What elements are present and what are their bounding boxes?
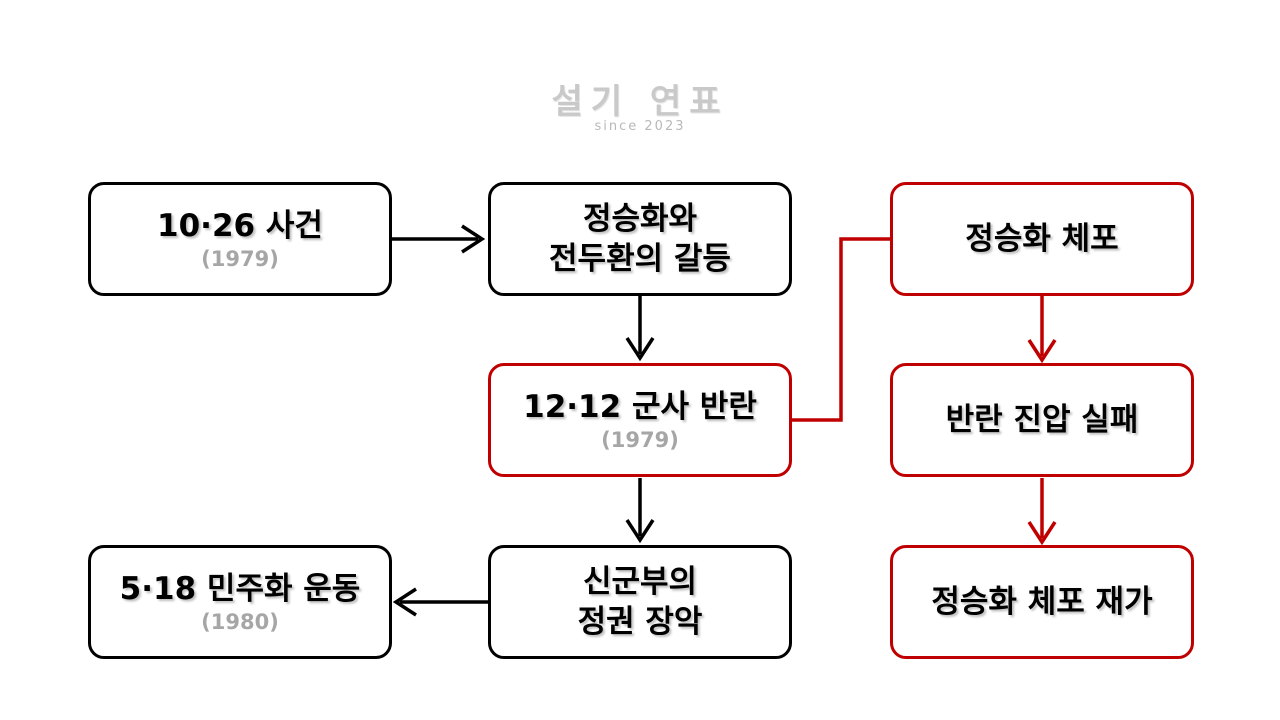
arrow-coup-to-new-military (625, 478, 655, 544)
node-new-military-line1: 신군부의 (582, 564, 698, 600)
node-conflict-line2: 전두환의 갈등 (549, 241, 731, 277)
watermark-logo: 설기 연표 since 2023 (490, 74, 790, 134)
node-1026-incident: 10·26 사건 (1979) (88, 182, 392, 296)
arrow-new-military-to-518 (392, 587, 490, 617)
node-suppression-fail: 반란 진압 실패 (890, 363, 1194, 477)
node-518-movement: 5·18 민주화 운동 (1980) (88, 545, 392, 659)
node-rearrest: 정승화 체포 재가 (890, 545, 1194, 659)
node-new-military: 신군부의 정권 장악 (488, 545, 792, 659)
connector-coup-to-arrest (792, 237, 890, 422)
node-1212-coup: 12·12 군사 반란 (1979) (488, 363, 792, 477)
node-arrest-title: 정승화 체포 (965, 221, 1119, 257)
node-conflict: 정승화와 전두환의 갈등 (488, 182, 792, 296)
node-arrest: 정승화 체포 (890, 182, 1194, 296)
watermark-subtitle: since 2023 (594, 119, 686, 134)
node-conflict-line1: 정승화와 (582, 201, 698, 237)
arrow-conflict-to-coup (625, 296, 655, 362)
node-rearrest-title: 정승화 체포 재가 (931, 584, 1153, 620)
watermark-title: 설기 연표 (551, 82, 729, 122)
arrow-arrest-to-suppression-fail (1027, 296, 1057, 364)
node-1212-year: (1979) (601, 428, 679, 452)
node-1026-year: (1979) (201, 247, 279, 271)
node-1026-title: 10·26 사건 (157, 208, 323, 244)
node-new-military-line2: 정권 장악 (577, 604, 703, 640)
node-1212-title: 12·12 군사 반란 (523, 389, 757, 425)
arrow-1026-to-conflict (390, 224, 486, 254)
node-518-title: 5·18 민주화 운동 (119, 571, 361, 607)
node-suppression-fail-title: 반란 진압 실패 (945, 402, 1139, 438)
node-518-year: (1980) (201, 610, 279, 634)
arrow-suppression-fail-to-rearrest (1027, 478, 1057, 546)
